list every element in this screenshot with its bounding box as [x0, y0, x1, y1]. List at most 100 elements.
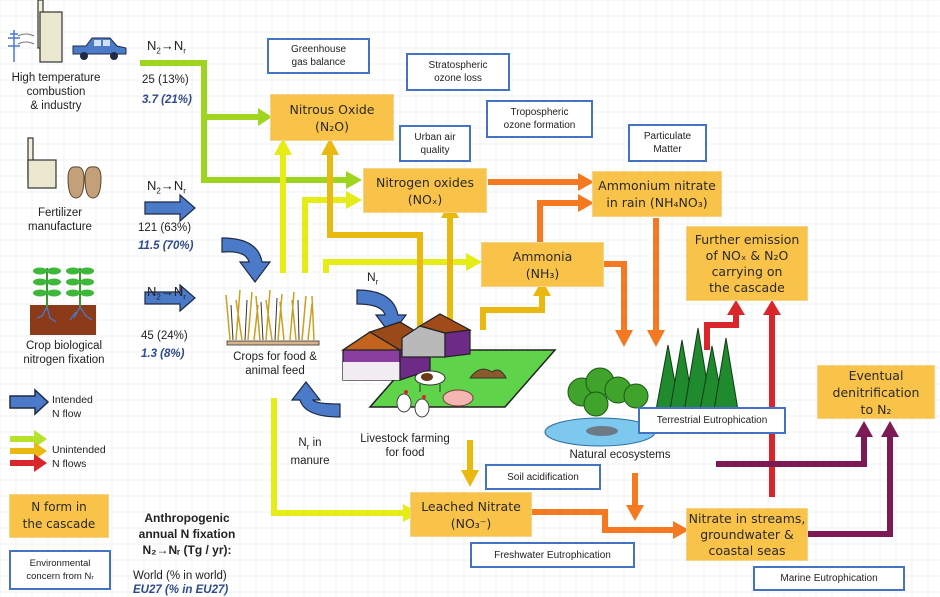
legend-line: N flows	[52, 458, 87, 470]
eu27-value-fertilizer: 11.5 (70%)	[138, 240, 194, 252]
hub-line: Livestock farming	[360, 433, 450, 445]
pig-icon	[442, 389, 474, 407]
source-label-combustion: High temperature combustion & industry	[0, 71, 112, 113]
arrowhead	[615, 330, 633, 347]
concern-marine: Marine Eutrophication	[753, 566, 905, 591]
cow-icon	[414, 370, 446, 392]
concern-soil: Soil acidification	[485, 464, 601, 490]
concern-line: gas balance	[291, 57, 346, 68]
label-line: combustion	[26, 86, 86, 98]
concern-urban-air: Urban air quality	[399, 125, 471, 162]
label-line: High temperature	[11, 72, 101, 84]
hub-label-natural: Natural ecosystems	[569, 449, 671, 461]
arrowhead	[673, 521, 689, 539]
concern-terrestrial: Terrestrial Eutrophication	[638, 407, 786, 434]
source-label-fertilizer: Fertilizer manufacture	[20, 206, 100, 234]
arrowhead	[461, 470, 479, 487]
power-plant-icon	[8, 0, 63, 63]
arrowhead	[727, 300, 745, 315]
concern-line: Soil acidification	[507, 471, 579, 483]
hub-label-crops: Crops for food & animal feed	[220, 350, 330, 378]
nform-line: Nitrous Oxide	[289, 101, 375, 117]
hub-line: Nr in	[298, 437, 322, 452]
concern-freshwater: Freshwater Eutrophication	[470, 542, 635, 568]
legend-gold-arrow	[10, 442, 47, 460]
world-value-fertilizer: 121 (63%)	[138, 222, 192, 234]
legend-line: N flow	[52, 408, 82, 420]
legend-line: concern from Nᵣ	[26, 571, 94, 582]
legend-line: Unintended	[52, 444, 106, 456]
legend-red-arrow	[10, 454, 47, 472]
legend-intended-arrow	[9, 388, 50, 416]
legend-intended-label: Intended N flow	[52, 393, 93, 421]
intended-flow-arrows	[144, 193, 408, 418]
nform-line: carrying on	[711, 263, 783, 279]
world-value-crop-fixation: 45 (24%)	[141, 330, 188, 342]
arrowhead	[533, 280, 551, 296]
concern-particulate: Particulate Matter	[628, 124, 707, 162]
equation-fertilizer: N2→Nr	[147, 178, 186, 196]
arrowhead	[321, 138, 339, 155]
nform-line: of NOₓ & N₂O	[705, 247, 789, 263]
concern-stratospheric: Stratospheric ozone loss	[406, 53, 510, 91]
nform-line: Nitrogen oxides	[375, 174, 475, 190]
hub-line: for food	[385, 447, 425, 459]
legume-plants-icon	[30, 267, 96, 335]
eu27-value-combustion: 3.7 (21%)	[142, 94, 192, 106]
nform-line: Ammonia	[512, 248, 573, 264]
arrowhead	[346, 191, 362, 209]
arrowhead	[578, 194, 594, 212]
nform-line: denitrification	[832, 384, 920, 400]
arrowhead	[466, 253, 482, 271]
nform-line: (NOₓ)	[407, 191, 443, 207]
nform-nitrogen-oxides: Nitrogen oxides (NOₓ)	[363, 168, 487, 213]
footnote-line: Anthropogenic	[144, 511, 230, 525]
footnote-line: N₂→Nᵣ (Tg / yr):	[142, 543, 232, 557]
concern-greenhouse: Greenhouse gas balance	[267, 38, 370, 74]
flow-purple	[716, 437, 893, 537]
nform-further-emission: Further emission of NOₓ & N₂O carrying o…	[686, 226, 808, 301]
nform-line: Further emission	[694, 231, 800, 247]
arrowhead	[763, 300, 781, 315]
equation-combustion: N2→Nr	[147, 38, 186, 56]
footnote-world: World (% in world)	[133, 570, 227, 582]
legend-line: N form in	[31, 500, 87, 514]
natural-ecosystems-icon	[544, 327, 739, 447]
label-line: Fertilizer	[37, 207, 83, 219]
car-icon	[72, 37, 127, 60]
concern-line: Tropospheric	[510, 107, 569, 118]
label-line: manufacture	[28, 221, 92, 233]
arrow-fertilizer	[144, 193, 196, 223]
nform-line: in rain (NH₄NO₃)	[606, 195, 708, 210]
legend-nform-swatch: N form in the cascade	[9, 494, 109, 538]
label-line: & industry	[30, 100, 82, 112]
nform-ammonia: Ammonia (NH₃)	[481, 242, 604, 287]
fertilizer-factory-icon	[27, 137, 57, 189]
concern-line: Terrestrial Eutrophication	[656, 415, 768, 426]
fertilizer-bags-icon	[67, 166, 102, 199]
arrowhead	[274, 138, 292, 155]
nform-line: (N₂O)	[315, 118, 349, 134]
flow-combustion-lime	[140, 60, 348, 183]
arrowhead	[578, 173, 594, 191]
concern-line: Urban air	[414, 131, 456, 143]
legend-line: Intended	[52, 394, 93, 406]
arrow-crop-fixation	[144, 283, 196, 313]
label-line: Crop biological	[25, 340, 103, 352]
concern-line: Stratospheric	[428, 60, 488, 71]
concern-line: Marine Eutrophication	[780, 573, 878, 584]
footnote-title: Anthropogenic annual N fixation N₂→Nᵣ (T…	[122, 510, 252, 558]
nform-line: Nitrate in streams,	[688, 510, 806, 526]
flow-livestock-gold	[327, 155, 545, 470]
concern-tropospheric: Tropospheric ozone formation	[486, 100, 593, 138]
arrowhead	[881, 421, 899, 437]
curved-arrow-to-crops	[221, 237, 272, 283]
nform-line: the cascade	[709, 279, 785, 295]
hub-label-manure: Nr in manure	[280, 436, 340, 468]
arrowhead	[855, 421, 873, 437]
hub-line: manure	[290, 455, 330, 468]
nform-line: (NH₃)	[525, 265, 560, 281]
nform-line: groundwater &	[700, 526, 794, 542]
